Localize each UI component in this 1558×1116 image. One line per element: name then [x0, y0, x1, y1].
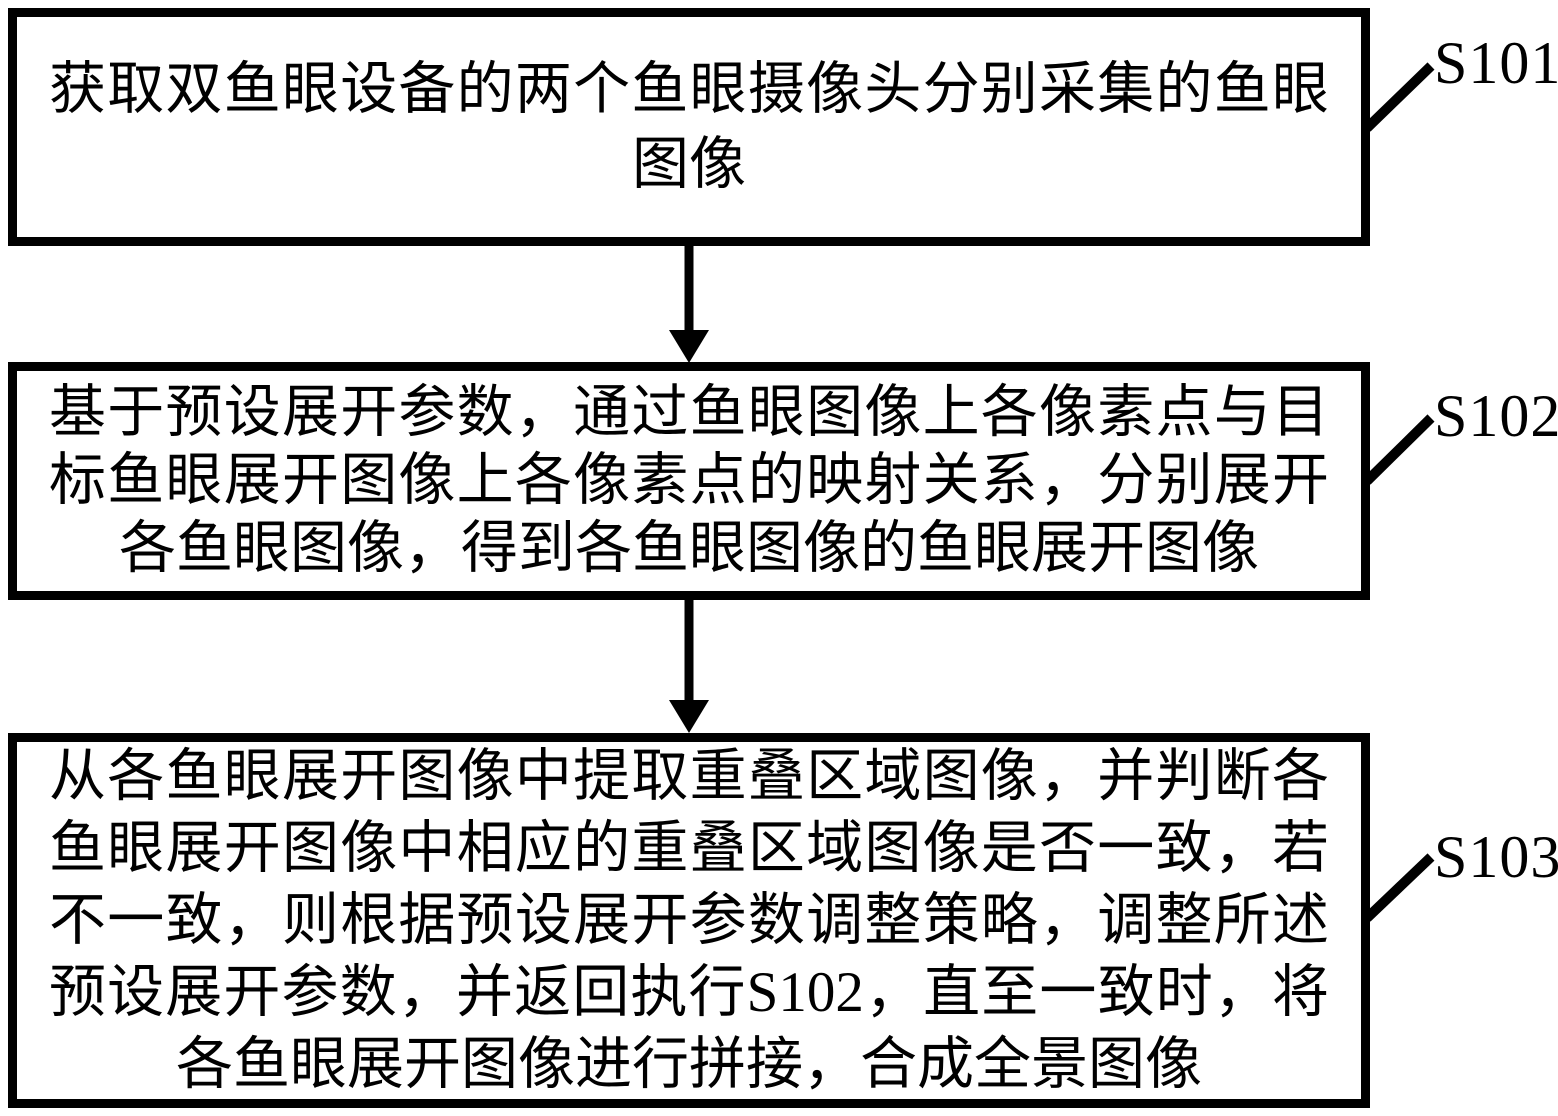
- step-s103-line-4: 预设展开参数，并返回执行S102，直至一致时，将: [49, 960, 1329, 1024]
- step-s103-line-2: 鱼眼展开图像中相应的重叠区域图像是否一致，若: [49, 816, 1329, 880]
- step-box-s101: 获取双鱼眼设备的两个鱼眼摄像头分别采集的鱼眼 图像: [8, 8, 1370, 246]
- step-s103-line-5: 各鱼眼展开图像进行拼接，合成全景图像: [176, 1032, 1202, 1096]
- leader-line-s102: [1363, 414, 1435, 485]
- step-label-s101: S101: [1434, 30, 1558, 96]
- step-s102-line-1: 基于预设展开参数，通过鱼眼图像上各像素点与目: [49, 381, 1329, 444]
- arrow-down-s101-s102: [669, 244, 709, 363]
- step-s102-line-3: 各鱼眼图像，得到各鱼眼图像的鱼眼展开图像: [119, 517, 1259, 580]
- step-s101-line-2: 图像: [632, 133, 746, 196]
- step-label-s102: S102: [1434, 383, 1558, 449]
- step-s103-line-3: 不一致，则根据预设展开参数调整策略，调整所述: [49, 888, 1329, 952]
- step-s101-line-1: 获取双鱼眼设备的两个鱼眼摄像头分别采集的鱼眼: [49, 58, 1329, 121]
- leader-line-s103: [1363, 853, 1435, 922]
- step-label-s103: S103: [1434, 824, 1558, 890]
- leader-line-s101: [1363, 62, 1435, 132]
- step-box-s103: 从各鱼眼展开图像中提取重叠区域图像，并判断各 鱼眼展开图像中相应的重叠区域图像是…: [8, 733, 1370, 1108]
- step-s103-line-1: 从各鱼眼展开图像中提取重叠区域图像，并判断各: [49, 744, 1329, 808]
- step-box-s102: 基于预设展开参数，通过鱼眼图像上各像素点与目 标鱼眼展开图像上各像素点的映射关系…: [8, 362, 1370, 600]
- step-s102-line-2: 标鱼眼展开图像上各像素点的映射关系，分别展开: [49, 449, 1329, 512]
- arrow-down-s102-s103: [669, 596, 709, 733]
